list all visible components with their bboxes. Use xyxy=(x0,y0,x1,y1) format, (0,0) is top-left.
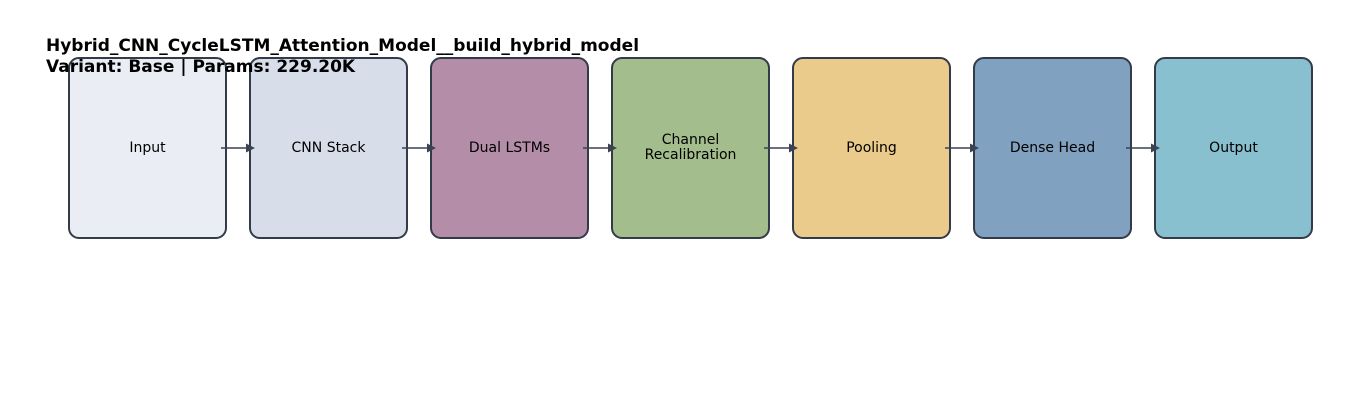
block-label: Dense Head xyxy=(1009,139,1096,156)
block-input: Input xyxy=(68,57,227,239)
arrow-right-icon xyxy=(764,143,798,153)
arrow-right-icon xyxy=(221,143,255,153)
block-label: Pooling xyxy=(846,139,897,156)
block-cnn-stack: CNN Stack xyxy=(249,57,408,239)
diagram-title: Hybrid_CNN_CycleLSTM_Attention_Model__bu… xyxy=(46,36,639,78)
block-output: Output xyxy=(1154,57,1313,239)
arrow-right-icon xyxy=(1126,143,1160,153)
block-dense-head: Dense Head xyxy=(973,57,1132,239)
block-label: Output xyxy=(1209,139,1258,156)
block-label: Input xyxy=(129,139,166,156)
arrow-right-icon xyxy=(583,143,617,153)
block-label: Channel Recalibration xyxy=(644,132,737,163)
arrow-right-icon xyxy=(402,143,436,153)
model-name-title: Hybrid_CNN_CycleLSTM_Attention_Model__bu… xyxy=(46,36,640,56)
block-label: CNN Stack xyxy=(291,139,366,156)
block-channel-recalibration: Channel Recalibration xyxy=(611,57,770,239)
block-pooling: Pooling xyxy=(792,57,951,239)
variant-params-subtitle: Variant: Base | Params: 229.20K xyxy=(46,57,356,77)
block-label: Dual LSTMs xyxy=(468,139,551,156)
block-dual-lstms: Dual LSTMs xyxy=(430,57,589,239)
arrow-right-icon xyxy=(945,143,979,153)
